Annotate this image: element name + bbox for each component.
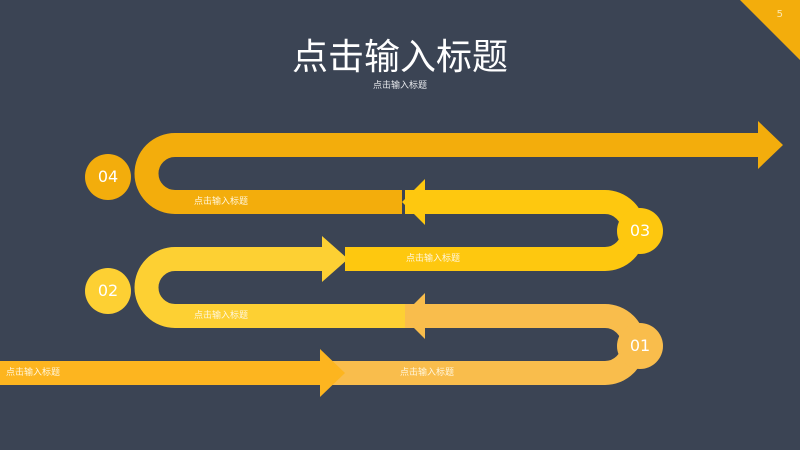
step-03-badge: [617, 208, 663, 254]
step-01-badge: [617, 323, 663, 369]
step-04-band: [85, 121, 783, 214]
entry-arrow: [0, 361, 330, 385]
step-02-badge: [85, 268, 131, 314]
step-03-number: 03: [629, 221, 651, 240]
step-01-band: [320, 293, 663, 397]
step-01-number: 01: [629, 336, 651, 355]
step-03-label[interactable]: 点击输入标题: [406, 254, 461, 264]
step-02-band: [85, 236, 405, 328]
step-02-label[interactable]: 点击输入标题: [194, 311, 249, 321]
final-arrowhead: [758, 121, 783, 169]
step-01-label[interactable]: 点击输入标题: [400, 368, 455, 378]
slide-subtitle[interactable]: 点击输入标题: [372, 81, 427, 91]
slide-title[interactable]: 点击输入标题: [291, 37, 508, 78]
step-04-badge: [85, 154, 131, 200]
entry-label[interactable]: 点击输入标题: [6, 368, 61, 378]
page-number: 5: [776, 9, 783, 20]
corner-accent: [740, 0, 800, 60]
step-04-number: 04: [97, 167, 119, 186]
step-02-number: 02: [97, 281, 119, 300]
step-03-band: [345, 179, 663, 271]
step-04-label[interactable]: 点击输入标题: [194, 197, 249, 207]
